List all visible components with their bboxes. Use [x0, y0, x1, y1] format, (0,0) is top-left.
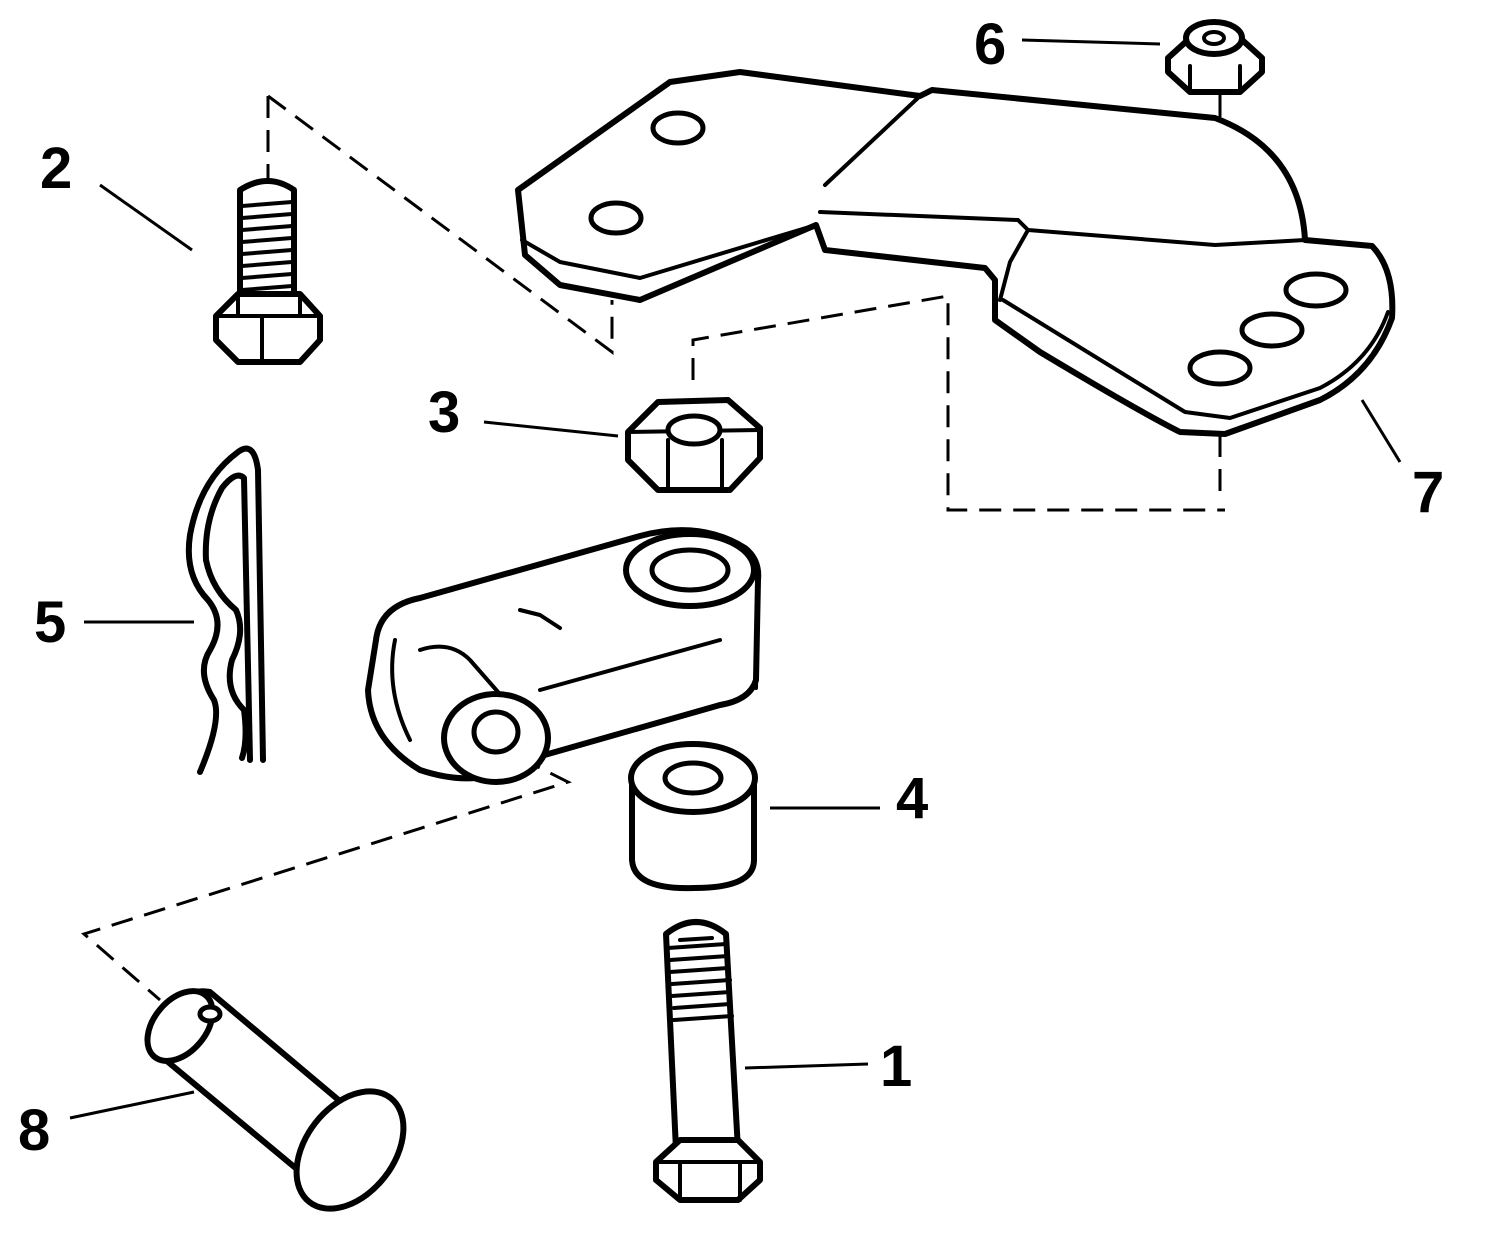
guide-line-pin-8 [80, 756, 572, 1002]
assembly-guide-lines [80, 94, 1225, 1002]
clevis-pin-hole [471, 709, 521, 755]
callout-1: 1 [880, 1034, 912, 1099]
clevis-side-edge [754, 580, 760, 690]
cotter-pin-outer [185, 445, 266, 775]
clevis-fork-gap [418, 644, 507, 702]
clevis-pin-part-8 [144, 988, 407, 1212]
callout-4: 4 [896, 766, 928, 831]
hex-nut-3-bore [665, 413, 723, 447]
callout-labels: 1 2 3 4 5 6 7 8 [18, 12, 1444, 1163]
callout-6: 6 [974, 12, 1006, 77]
lock-nut-collar [1183, 19, 1245, 57]
clevis-slot-top [518, 608, 562, 630]
hairpin-cotter-part-5 [185, 445, 266, 775]
shoulder-bolt-part-1 [653, 919, 763, 1203]
leader-3 [483, 420, 619, 438]
lock-nut-bore [1202, 30, 1226, 46]
bolt-1-threads [666, 942, 734, 1022]
callout-7: 7 [1412, 460, 1444, 525]
bolt-1-head-edges [654, 1160, 762, 1202]
pin-8-cross-hole [197, 1004, 223, 1024]
leader-6 [1021, 38, 1161, 46]
bracket-left-edge [520, 223, 818, 280]
bolt-2-threads [240, 200, 294, 292]
bolt-1-tip [678, 936, 714, 942]
bracket-hole [1187, 349, 1253, 387]
callout-leaders [69, 38, 1402, 1120]
bracket-body [515, 69, 1396, 437]
bracket-notch [998, 228, 1030, 302]
cotter-pin-inner [202, 472, 253, 763]
bracket-bend-line [823, 94, 922, 187]
bolt-2-hex-head [213, 291, 323, 365]
hex-nut-part-3 [625, 397, 763, 493]
spacer-bore [662, 760, 724, 796]
leader-1 [744, 1062, 869, 1070]
spacer-part-4 [628, 741, 758, 892]
clevis-yoke [365, 527, 762, 785]
callout-5: 5 [34, 590, 66, 655]
leader-2 [99, 183, 193, 252]
bolt-2-head-edges [214, 292, 322, 364]
bolt-part-2 [213, 178, 323, 365]
callout-2: 2 [40, 136, 72, 201]
clevis-fork-front [390, 638, 412, 742]
pin-8-head [293, 1088, 407, 1212]
bracket-hole [1239, 311, 1305, 349]
clevis-arm-line [538, 638, 722, 692]
bracket-lower-edge [1001, 298, 1390, 420]
bracket-hole [588, 200, 644, 236]
lock-nut-part-6 [1165, 19, 1265, 95]
bracket-hole [1283, 271, 1349, 309]
clevis-top-bore [649, 547, 731, 593]
leader-8 [69, 1090, 195, 1120]
callout-3: 3 [428, 380, 460, 445]
guide-line-bracket-left [267, 94, 614, 355]
bracket-hole [650, 110, 706, 146]
pin-8-end [144, 988, 216, 1064]
callout-8: 8 [18, 1098, 50, 1163]
bracket-part-7 [515, 69, 1396, 437]
bolt-1-hex-head [653, 1137, 763, 1203]
leader-7 [1360, 399, 1402, 463]
lock-nut-faces [1188, 64, 1242, 94]
